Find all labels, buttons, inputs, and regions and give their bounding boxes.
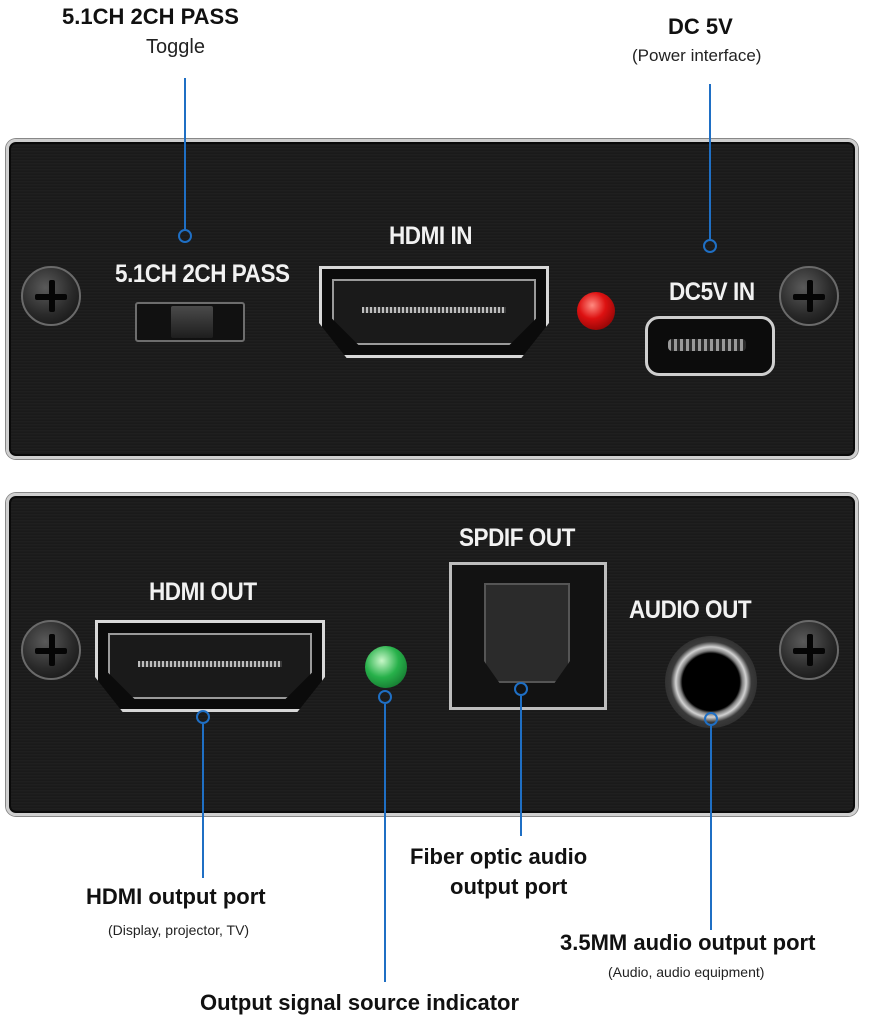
screw-icon	[21, 620, 81, 680]
optical-port-icon	[484, 583, 570, 683]
power-leader-line	[709, 84, 711, 240]
power-callout-sub: (Power interface)	[632, 46, 762, 65]
hdmi-out-callout-title: HDMI output port	[86, 884, 266, 909]
fiber-callout-line2: output port	[450, 874, 568, 899]
mode-toggle-switch[interactable]	[135, 302, 245, 342]
bottom-panel: HDMI OUT SPDIF OUT AUDIO OUT	[6, 493, 858, 816]
signal-indicator-led	[365, 646, 407, 688]
power-callout-title: DC 5V	[668, 14, 733, 39]
indicator-leader-line	[384, 704, 386, 982]
fiber-leader-dot	[514, 682, 528, 696]
hdmi-in-port[interactable]	[319, 266, 549, 358]
hdmi-pins	[362, 307, 506, 313]
fiber-leader-line	[520, 696, 522, 836]
hdmi-out-label: HDMI OUT	[149, 578, 257, 606]
switch-label: 5.1CH 2CH PASS	[115, 260, 290, 288]
hdmi-out-callout-sub: (Display, projector, TV)	[108, 922, 250, 938]
hdmi-out-leader-line	[202, 724, 204, 878]
toggle-knob[interactable]	[171, 306, 213, 338]
hdmi-in-label: HDMI IN	[389, 222, 473, 250]
dc-power-port[interactable]	[645, 316, 775, 376]
spdif-label: SPDIF OUT	[459, 524, 575, 552]
audio-out-label: AUDIO OUT	[629, 596, 752, 624]
usb-port-icon	[668, 339, 746, 351]
audio-leader-dot	[704, 712, 718, 726]
power-leader-dot	[703, 239, 717, 253]
indicator-leader-dot	[378, 690, 392, 704]
toggle-leader-dot	[178, 229, 192, 243]
toggle-callout-title: 5.1CH 2CH PASS	[62, 4, 239, 29]
fiber-callout-line1: Fiber optic audio	[410, 844, 588, 869]
screw-icon	[779, 620, 839, 680]
top-panel: 5.1CH 2CH PASS HDMI IN DC5V IN	[6, 139, 858, 459]
screw-icon	[21, 266, 81, 326]
toggle-leader-line	[184, 78, 186, 230]
hdmi-out-leader-dot	[196, 710, 210, 724]
power-indicator-led	[577, 292, 615, 330]
toggle-callout-sub: Toggle	[146, 36, 205, 58]
dc-label: DC5V IN	[669, 278, 755, 306]
audio-callout-title: 3.5MM audio output port	[560, 930, 816, 955]
audio-leader-line	[710, 726, 712, 930]
screw-icon	[779, 266, 839, 326]
spdif-optical-port[interactable]	[449, 562, 607, 710]
hdmi-pins	[138, 661, 282, 667]
hdmi-out-port[interactable]	[95, 620, 325, 712]
audio-callout-sub: (Audio, audio equipment)	[608, 964, 765, 980]
indicator-callout-title: Output signal source indicator	[200, 990, 520, 1015]
